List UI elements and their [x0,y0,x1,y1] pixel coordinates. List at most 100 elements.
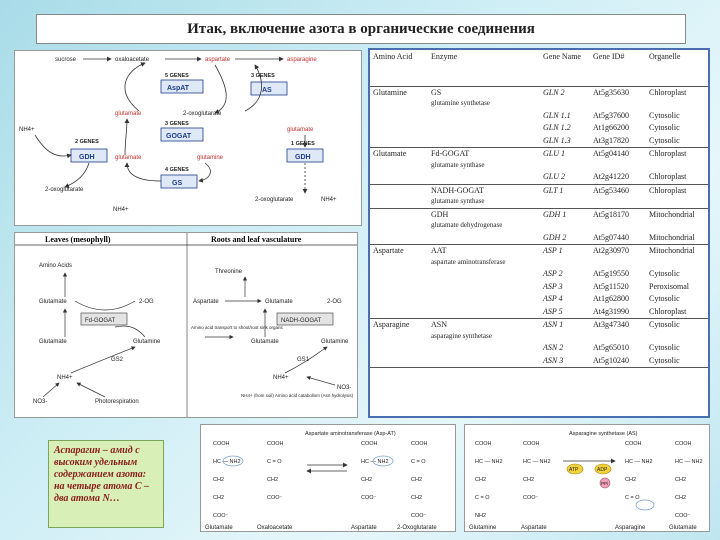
note-text: Аспарагин – амид с высоким удельным соде… [54,445,150,504]
label-2og-root: 2-OG [327,299,342,305]
cell-gene-name: ASN 1 [543,320,564,329]
label-glutamine-leaf: Glutamine [133,339,161,345]
cell-empty [428,268,540,281]
cell-gene-name: ASP 5 [540,305,590,319]
svg-text:CH2: CH2 [675,495,686,501]
label-glutamate-leaf: Glutamate [39,299,67,305]
cell-gene-name: GDH 1 [543,209,567,219]
cell-gene-id: At5g10240 [590,354,646,368]
label-transport: Amino acid transport to shoot/root sink … [191,325,284,330]
genes-2: 2 GENES [75,139,99,145]
cell-empty [370,281,428,294]
rx2-adp: ADP [597,467,608,473]
cell-empty [370,231,428,245]
label-glutamate-b: glutamate [115,155,142,161]
cell-gene-name: GLU 1 [543,149,566,158]
svg-text:COO⁻: COO⁻ [411,513,427,519]
enzyme-full-name: glutamine synthetase [431,99,490,107]
cell-gene-id: At5g37600 [593,110,629,120]
cell-empty [428,122,540,135]
cell-gene-name: GLN 1.2 [543,123,571,132]
cell-gene-name: ASP 2 [543,269,563,278]
svg-text:COOH: COOH [523,441,540,447]
cell-empty [370,122,428,135]
label-amino-acids: Amino Acids [39,263,72,269]
svg-text:COO⁻: COO⁻ [675,513,691,519]
label-nh4-root: NH4+ [273,375,289,381]
label-aspartate: aspartate [205,57,231,63]
cell-empty [428,171,540,185]
genes-1: 1 GENES [291,141,315,147]
svg-text:COOH: COOH [475,441,492,447]
label-oxaloacetate: oxaloacetate [115,57,150,63]
cell-amino-acid: Glutamate [373,149,407,158]
enzyme-abbr: AAT [431,246,447,255]
svg-text:CH2: CH2 [267,477,278,483]
svg-text:CH2: CH2 [675,477,686,483]
label-glutamate: glutamate [115,111,142,117]
cell-organelle: Cytosolic [646,354,708,368]
svg-text:HC — NH2: HC — NH2 [523,459,551,465]
svg-text:CH2: CH2 [213,495,224,501]
svg-text:COO⁻: COO⁻ [361,495,377,501]
cell-gene-id: At1g62800 [593,294,629,303]
cell-gene-id: At5g35630 [593,87,629,97]
cell-organelle: Cytosolic [649,320,680,329]
enzyme-aspat: Aspartate aminotransferase (Asp-AT) [305,431,396,437]
svg-text:CH2: CH2 [625,477,636,483]
cell-organelle: Cytosolic [649,123,680,132]
label-nh4-leaf: NH4+ [57,375,73,381]
label-uptake: NH4+ (from soil) Amino acid catabolism (… [241,393,354,398]
svg-text:C = O: C = O [411,459,426,465]
label-glutamine-root: Glutamine [321,339,349,345]
svg-text:C = O: C = O [267,459,282,465]
genes-3a: 3 GENES [251,73,275,79]
th-enzyme: Enzyme [428,50,540,87]
rx1-label-aspartate: Aspartate [351,525,377,531]
cell-organelle: Cytosolic [646,134,708,148]
cell-gene-name: ASP 4 [543,294,563,303]
label-no3-root: NO3- [337,385,351,391]
cell-empty [370,171,428,185]
rx2-atp: ATP [569,467,579,473]
cell-organelle: Chloroplast [646,184,708,209]
cell-amino-acid [370,208,428,232]
label-gs2: GS2 [111,357,124,363]
box-gs: GS [172,180,182,187]
svg-text:HC — NH2: HC — NH2 [213,459,241,465]
label-glutamate-root-2: Glutamate [251,339,279,345]
cell-organelle: Cytosolic [649,343,680,352]
cell-gene-name: GLN 2 [543,87,565,97]
reaction-as: Asparagine synthetase (AS) ATP ADP PPi C… [464,424,710,532]
svg-text:COO⁻: COO⁻ [267,495,283,501]
svg-text:COOH: COOH [213,441,230,447]
label-2-oxoglutarate-b: 2-oxoglutarate [45,187,84,193]
gene-table: Amino Acid Enzyme Gene Name Gene ID# Org… [370,50,708,368]
genes-3b: 3 GENES [165,121,189,127]
svg-text:COOH: COOH [675,441,692,447]
cell-empty [428,342,540,355]
th-organelle: Organelle [646,50,708,87]
cell-gene-id: At3g47340 [593,320,629,329]
box-aspat: AspAT [167,85,190,92]
cell-gene-id: At1g66200 [593,123,629,132]
th-amino-acid: Amino Acid [370,50,428,87]
leaf-right-header: Roots and leaf vasculature [211,235,302,244]
cell-organelle: Chloroplast [646,171,708,185]
label-nh4: NH4+ [19,127,35,133]
cell-gene-name: GDH 2 [540,231,590,245]
leaf-root-diagram: Leaves (mesophyll) Roots and leaf vascul… [14,232,358,418]
rx1-label-2-oxoglutarate: 2-Oxoglutarate [397,525,437,531]
rx2-label-asparagine: Asparagine [615,525,646,531]
